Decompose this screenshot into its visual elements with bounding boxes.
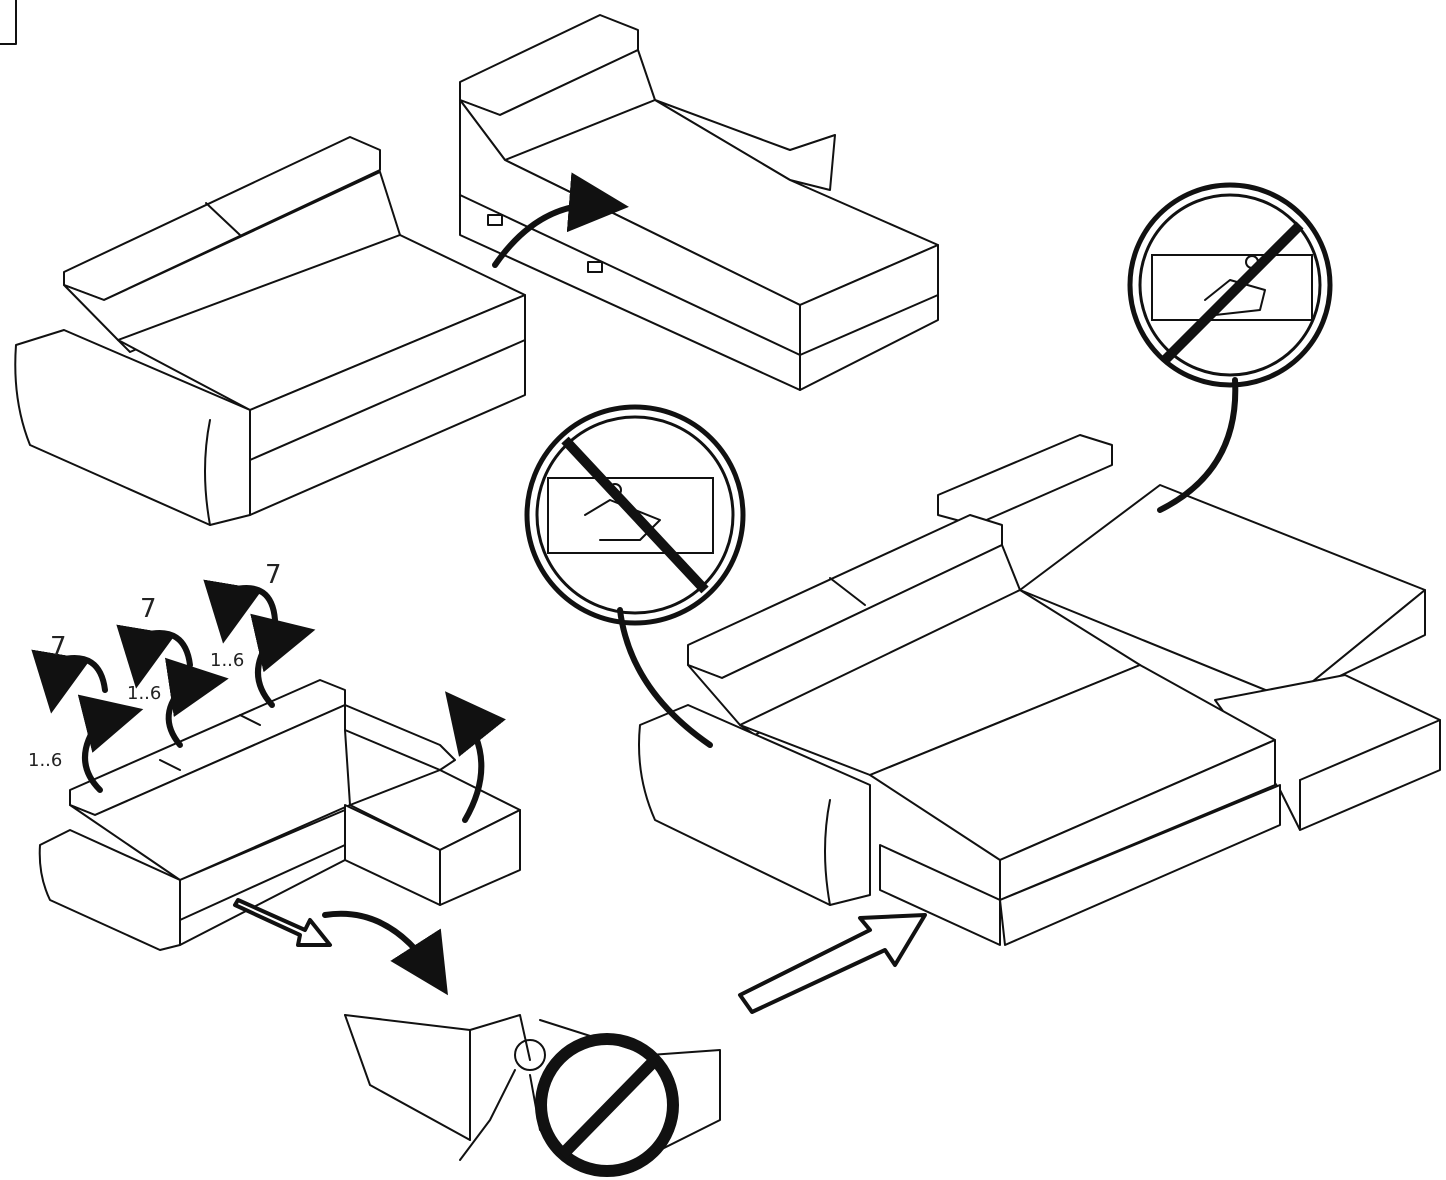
sofa-module-two-seat <box>14 136 526 526</box>
step-label-7-b: 7 <box>140 594 157 624</box>
prohibited-sitting-icon-left <box>524 404 746 748</box>
step-label-7-c: 7 <box>265 560 282 590</box>
page-corner-frame <box>0 0 17 45</box>
step-label-1-6-c: 1..6 <box>210 650 244 671</box>
step-label-1-6-a: 1..6 <box>28 750 62 771</box>
step-label-1-6-b: 1..6 <box>127 683 161 704</box>
corner-sofa-small: 7 7 7 1..6 1..6 1..6 <box>28 560 521 996</box>
prohibited-child-icon <box>344 1014 721 1177</box>
prohibited-sitting-icon-right <box>1127 182 1333 513</box>
step-label-7-a: 7 <box>50 632 67 662</box>
sofa-module-chaise <box>459 14 939 391</box>
corner-sofa-bed-open <box>638 434 1441 1014</box>
